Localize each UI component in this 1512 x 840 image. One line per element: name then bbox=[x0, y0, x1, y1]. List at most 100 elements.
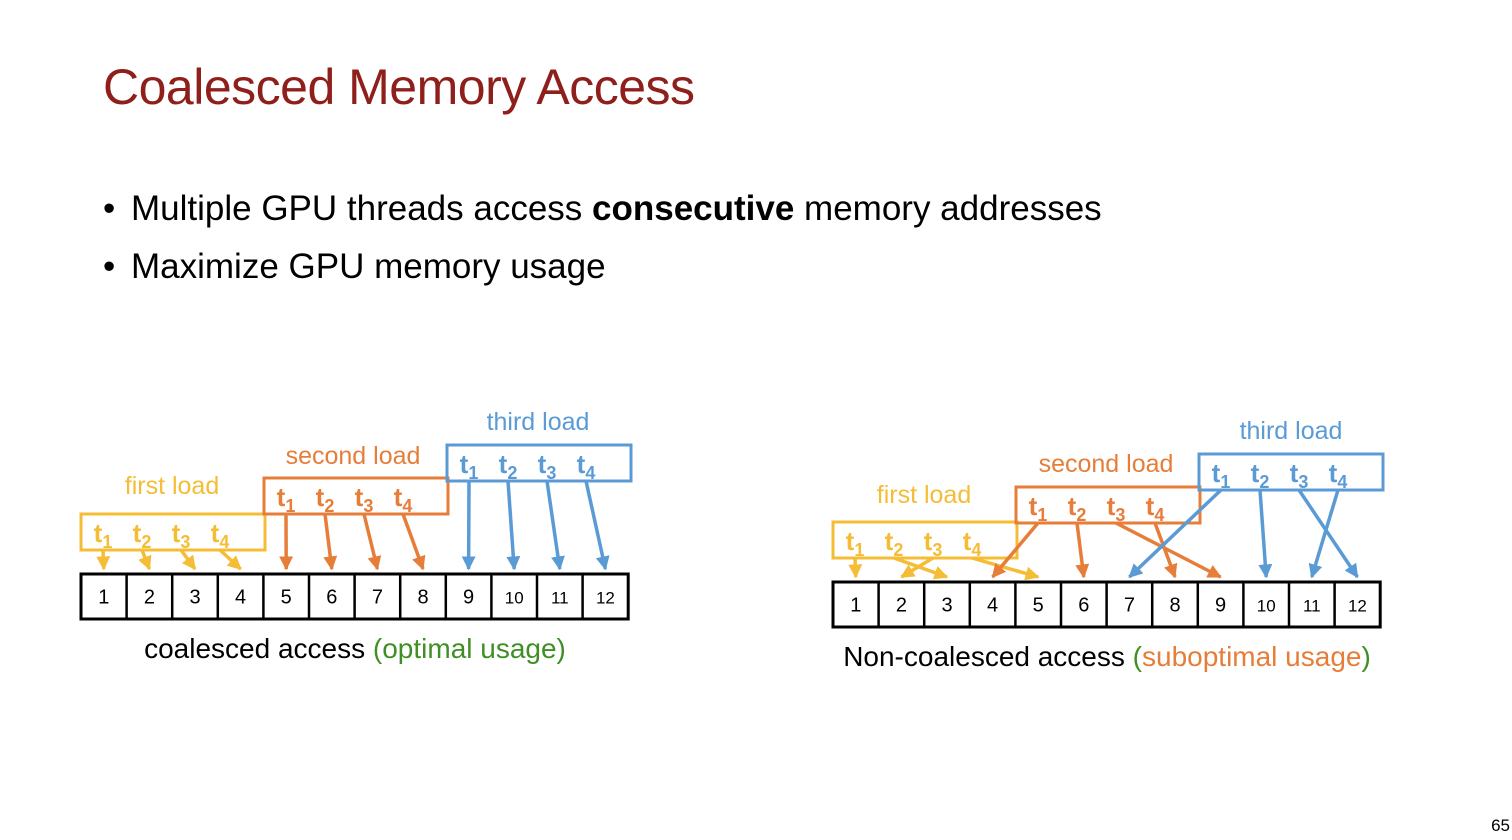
load-box bbox=[1197, 452, 1385, 492]
load-label: first load bbox=[125, 472, 219, 500]
thread-access-arrow bbox=[545, 480, 565, 571]
memory-cell-label: 6 bbox=[326, 587, 337, 609]
non-coalesced-caption: Non-coalesced access (suboptimal usage) bbox=[843, 641, 1371, 672]
thread-label: t1 bbox=[94, 518, 113, 552]
memory-cell-label: 2 bbox=[896, 595, 907, 617]
memory-cell-label: 1 bbox=[98, 587, 109, 609]
load-label: second load bbox=[286, 442, 421, 470]
thread-access-arrow bbox=[401, 513, 426, 571]
thread-label: t4 bbox=[963, 526, 982, 560]
load-label: first load bbox=[877, 481, 971, 509]
page-number: 65 bbox=[1491, 816, 1510, 835]
thread-access-arrow bbox=[1075, 522, 1090, 579]
thread-label: t1 bbox=[1212, 458, 1231, 492]
non-coalesced-load-group: first load t1 t2 t3 t4 bbox=[831, 481, 1040, 581]
load-label: third load bbox=[1240, 417, 1343, 445]
thread-label: t3 bbox=[172, 518, 191, 552]
memory-cell-label: 7 bbox=[372, 587, 383, 609]
thread-label: t2 bbox=[1068, 491, 1087, 525]
thread-access-arrow bbox=[848, 557, 863, 579]
non-coalesced-load-group: second load t1 t2 t3 t4 bbox=[991, 450, 1222, 579]
memory-cell-label: 12 bbox=[596, 589, 615, 608]
thread-access-arrow bbox=[1115, 521, 1222, 579]
thread-access-arrow bbox=[1153, 522, 1178, 579]
thread-label: t2 bbox=[885, 526, 904, 560]
load-box bbox=[1014, 485, 1202, 525]
thread-label: t3 bbox=[355, 482, 374, 516]
thread-label: t2 bbox=[316, 482, 335, 516]
memory-cell-label: 8 bbox=[1169, 595, 1180, 617]
bullet-text: Multiple GPU threads access bbox=[131, 189, 593, 228]
memory-cell-label: 11 bbox=[1303, 597, 1321, 616]
memory-cell-label: 11 bbox=[551, 589, 569, 608]
memory-cell-label: 9 bbox=[463, 587, 474, 609]
memory-cell-label: 4 bbox=[987, 595, 998, 617]
thread-label: t3 bbox=[1290, 458, 1309, 492]
thread-label: t2 bbox=[133, 518, 152, 552]
memory-cell-label: 10 bbox=[1257, 597, 1276, 616]
memory-cell-label: 5 bbox=[1033, 595, 1044, 617]
coalesced-load-group: third load t1 t2 t3 t4 bbox=[445, 408, 633, 571]
bullet-dot: • bbox=[103, 189, 116, 228]
memory-cell-label: 7 bbox=[1124, 595, 1135, 617]
coalesced-load-group: first load t1 t2 t3 t4 bbox=[79, 472, 267, 571]
thread-label: t3 bbox=[538, 449, 557, 483]
thread-access-arrow bbox=[323, 513, 338, 571]
bullet-text-bold: consecutive bbox=[592, 189, 795, 228]
thread-label: t2 bbox=[499, 449, 518, 483]
thread-access-arrow bbox=[138, 549, 152, 571]
memory-cell-label: 1 bbox=[850, 595, 861, 617]
thread-access-arrow bbox=[584, 480, 610, 571]
thread-label: t1 bbox=[1029, 491, 1048, 525]
thread-label: t3 bbox=[924, 526, 943, 560]
bullet-text: Maximize GPU memory usage bbox=[131, 247, 606, 286]
thread-label: t1 bbox=[460, 449, 479, 483]
memory-cell-label: 8 bbox=[417, 587, 428, 609]
memory-cell-label: 6 bbox=[1078, 595, 1089, 617]
memory-cell-label: 12 bbox=[1348, 597, 1367, 616]
caption-suboptimal: suboptimal usage bbox=[1142, 641, 1361, 672]
coalesced-caption: coalesced access (optimal usage) bbox=[144, 633, 566, 664]
load-box bbox=[262, 476, 450, 516]
thread-access-arrow bbox=[362, 513, 382, 571]
memory-cell-label: 9 bbox=[1215, 595, 1226, 617]
bullet-list: • Multiple GPU threads access consecutive… bbox=[103, 188, 1102, 304]
thread-label: t4 bbox=[577, 449, 596, 483]
thread-access-arrow bbox=[1297, 489, 1359, 579]
thread-label: t3 bbox=[1107, 491, 1126, 525]
load-label: third load bbox=[487, 408, 590, 436]
caption-text: Non-coalesced access bbox=[843, 641, 1132, 672]
thread-access-arrow bbox=[179, 548, 197, 571]
memory-cell-label: 5 bbox=[281, 587, 292, 609]
memory-cell-label: 2 bbox=[144, 587, 155, 609]
thread-label: t2 bbox=[1251, 458, 1270, 492]
caption-paren: ( bbox=[1133, 641, 1143, 672]
thread-label: t4 bbox=[394, 482, 413, 516]
load-box bbox=[79, 512, 267, 552]
bullet-item: •Maximize GPU memory usage bbox=[103, 246, 1102, 304]
load-box bbox=[445, 443, 633, 483]
load-label: second load bbox=[1039, 450, 1174, 478]
slide-title: Coalesced Memory Access bbox=[103, 59, 695, 115]
caption-paren: ) bbox=[1361, 641, 1370, 672]
bullet-item: • Multiple GPU threads access consecutive… bbox=[103, 188, 1102, 246]
thread-access-arrow bbox=[1308, 489, 1340, 579]
thread-label: t4 bbox=[211, 518, 230, 552]
thread-label: t1 bbox=[277, 482, 296, 516]
load-box bbox=[831, 520, 1019, 560]
thread-access-arrow bbox=[506, 480, 521, 571]
thread-label: t4 bbox=[1146, 491, 1165, 525]
thread-access-arrow bbox=[96, 549, 111, 571]
thread-access-arrow bbox=[991, 521, 1040, 579]
thread-access-arrow bbox=[1128, 488, 1223, 579]
memory-cell-label: 3 bbox=[189, 587, 200, 609]
thread-label: t4 bbox=[1329, 458, 1348, 492]
thread-label: t1 bbox=[846, 526, 865, 560]
memory-cell-label: 3 bbox=[941, 595, 952, 617]
caption-optimal: (optimal usage) bbox=[373, 633, 566, 664]
memory-cell-label: 10 bbox=[505, 589, 524, 608]
memory-cell-label: 4 bbox=[235, 587, 246, 609]
bullet-text: memory addresses bbox=[794, 189, 1102, 228]
